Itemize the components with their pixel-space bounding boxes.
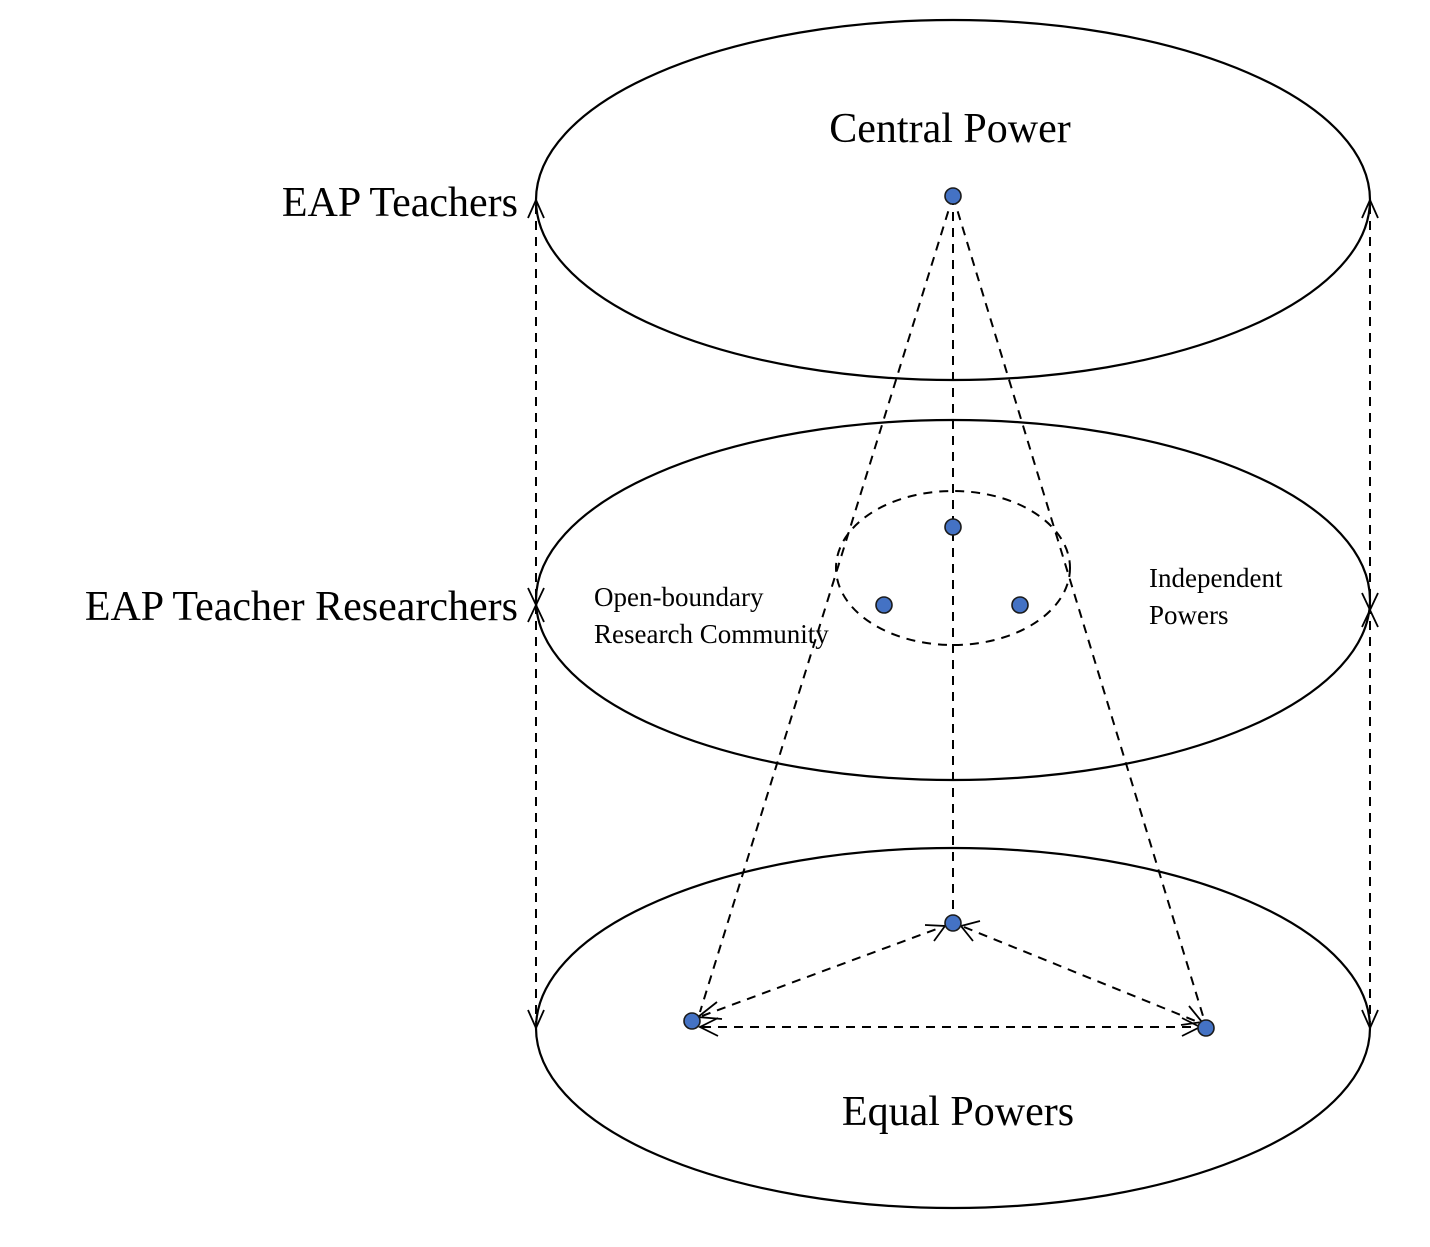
open-boundary-label-line2: Research Community: [594, 619, 829, 649]
apex-to-left-base-line: [699, 195, 954, 1013]
left-bottom-arrowhead: [527, 1009, 545, 1031]
equal-power-center-node: [944, 914, 962, 932]
eap-teachers-label: EAP Teachers: [282, 180, 518, 226]
arrowhead-center-from-right: [959, 920, 981, 942]
right-top-arrowhead: [1361, 197, 1379, 219]
equal-powers-label: Equal Powers: [842, 1089, 1074, 1135]
right-bottom-arrowhead: [1361, 1009, 1379, 1031]
central-power-label: Central Power: [829, 106, 1070, 152]
base-center-to-right-line: [963, 926, 1199, 1023]
equal-power-left-node: [683, 1012, 701, 1030]
independent-powers-label-line2: Powers: [1149, 600, 1229, 630]
arrowhead-left-from-right: [697, 1017, 719, 1037]
research-community-ellipse: [835, 490, 1071, 646]
open-boundary-label-line1: Open-boundary: [594, 582, 764, 612]
left-top-arrowhead: [527, 197, 545, 219]
community-right-node: [1011, 596, 1029, 614]
community-left-node: [875, 596, 893, 614]
eap-teacher-researchers-label: EAP Teacher Researchers: [85, 584, 518, 630]
base-left-to-center-line: [701, 926, 943, 1017]
central-power-node: [944, 187, 962, 205]
left-middle-cross-up: [527, 602, 545, 623]
community-top-node: [944, 518, 962, 536]
equal-power-right-node: [1197, 1019, 1215, 1037]
independent-powers-label-line1: Independent: [1149, 563, 1283, 593]
right-middle-cross-up: [1361, 607, 1379, 628]
